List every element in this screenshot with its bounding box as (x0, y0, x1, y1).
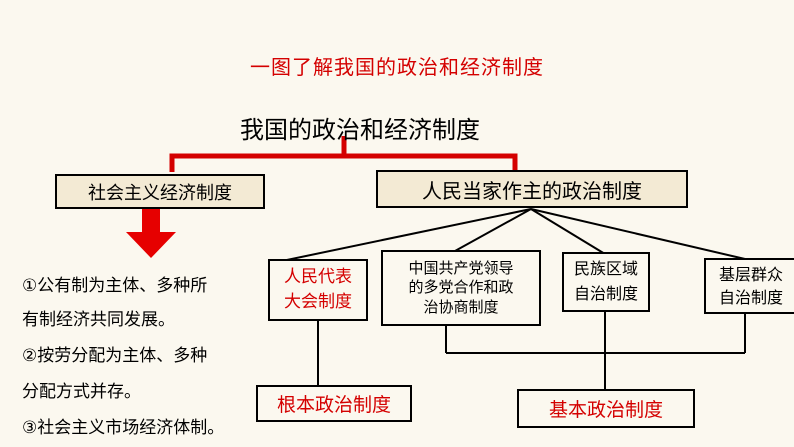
economic-point-line: ③社会主义市场经济体制。 (22, 418, 225, 438)
political-system-box: 人民当家作主的政治制度 (376, 170, 688, 208)
slide-title: 一图了解我国的政治和经济制度 (250, 55, 544, 79)
cpc-label-line: 中国共产党领导 (408, 258, 514, 277)
economic-point-line: ①公有制为主体、多种所 (22, 276, 208, 296)
fundamental-system-label: 根本政治制度 (276, 394, 391, 416)
economic-point-line: ②按劳分配为主体、多种 (22, 346, 208, 366)
cpc-label-line: 治协商制度 (423, 297, 499, 316)
cpc-multiparty-box: 中国共产党领导 的多党合作和政 治协商制度 (381, 250, 541, 326)
npc-label-line: 大会制度 (284, 292, 352, 312)
economic-system-box: 社会主义经济制度 (55, 174, 265, 209)
economic-point-line: 有制经济共同发展。 (22, 310, 175, 330)
root-title: 我国的政治和经济制度 (240, 116, 480, 144)
economic-system-label: 社会主义经济制度 (88, 182, 232, 204)
ethnic-label-line: 民族区域 (573, 259, 638, 279)
ethnic-autonomy-box: 民族区域 自治制度 (562, 252, 650, 312)
grassroots-label-line: 自治制度 (718, 288, 783, 307)
branch-lines (281, 208, 746, 390)
grassroots-autonomy-box: 基层群众 自治制度 (704, 258, 794, 314)
red-bracket (169, 136, 518, 172)
political-system-label: 人民当家作主的政治制度 (422, 178, 642, 203)
cpc-label-line: 的多党合作和政 (408, 278, 514, 297)
arrow-down-icon (126, 209, 176, 258)
basic-system-box: 基本政治制度 (517, 389, 695, 428)
fundamental-system-box: 根本政治制度 (256, 385, 412, 422)
ethnic-label-line: 自治制度 (573, 284, 638, 303)
grassroots-label-line: 基层群众 (718, 264, 783, 284)
basic-system-label: 基本政治制度 (548, 399, 663, 421)
npc-label-line: 人民代表 (284, 267, 352, 288)
npc-box: 人民代表 大会制度 (268, 259, 368, 321)
economic-point-line: 分配方式并存。 (22, 382, 141, 402)
